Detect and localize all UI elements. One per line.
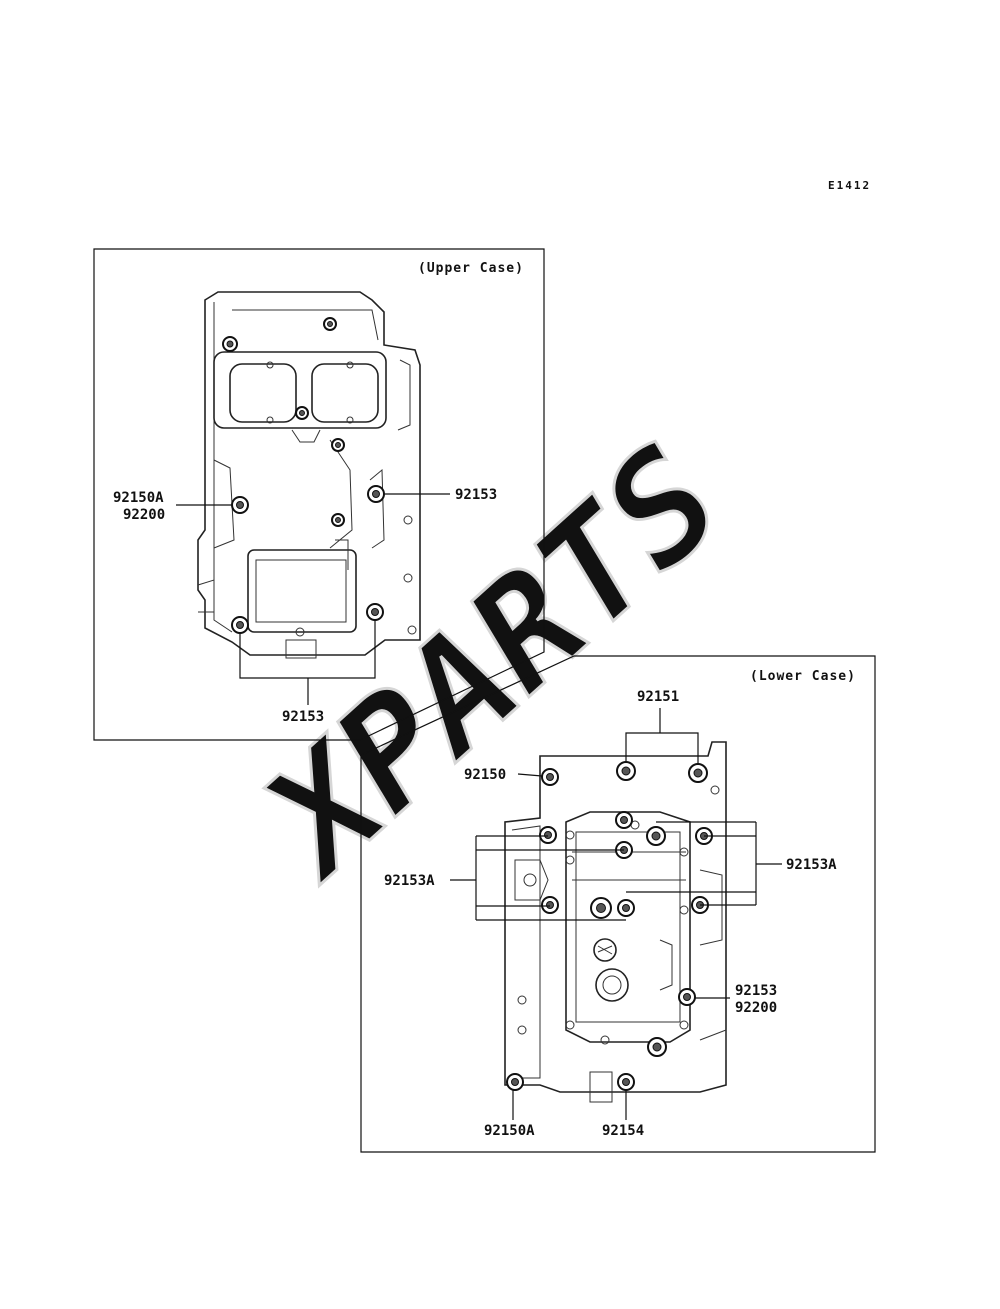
lower-label-92153: 92153 [735, 983, 777, 999]
upper-case-title: (Upper Case) [418, 261, 524, 276]
lower-label-92150a: 92150A [484, 1123, 535, 1139]
lower-leader-92151 [625, 708, 699, 764]
lower-leader-92153a-left [450, 835, 626, 921]
upper-leader-92153-bottom [239, 620, 376, 705]
lower-case-title: (Lower Case) [750, 669, 856, 684]
reference-code: E1412 [828, 179, 871, 192]
lower-label-92153a-right: 92153A [786, 857, 837, 873]
upper-label-92153-right: 92153 [455, 487, 497, 503]
upper-crankcase-drawing [197, 291, 421, 659]
upper-label-92200: 92200 [123, 507, 165, 523]
lower-label-92150: 92150 [464, 767, 506, 783]
lower-label-92200: 92200 [735, 1000, 777, 1016]
lower-label-92154: 92154 [602, 1123, 644, 1139]
upper-case-frame [93, 248, 545, 741]
upper-case-panel: (Upper Case) [93, 248, 545, 741]
lower-leader-92153a-right [626, 821, 782, 906]
lower-label-92153a-left: 92153A [384, 873, 435, 889]
lower-leader-92150 [517, 773, 543, 777]
lower-label-92151: 92151 [637, 689, 679, 705]
lower-case-panel: (Lower Case) [360, 655, 876, 1153]
upper-label-92153-bottom: 92153 [282, 709, 324, 725]
lower-case-frame [360, 655, 876, 1153]
upper-label-92150a: 92150A [113, 490, 164, 506]
lower-crankcase-drawing [504, 741, 727, 1103]
